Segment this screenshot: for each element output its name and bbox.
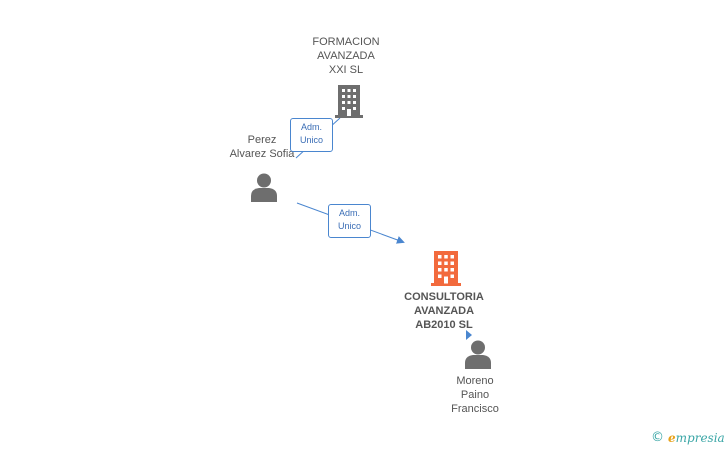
- person-label-perez[interactable]: Perez Alvarez Sofia: [229, 134, 295, 160]
- edge-label-perez-formacion[interactable]: Adm. Unico: [290, 118, 333, 152]
- edge-label-perez-consultoria[interactable]: Adm. Unico: [328, 204, 371, 238]
- company-label-formacion[interactable]: FORMACION AVANZADA XXI SL: [312, 36, 380, 76]
- company-label-consultoria[interactable]: CONSULTORIA AVANZADA AB2010 SL: [404, 291, 484, 331]
- person-label-moreno[interactable]: Moreno Paino Francisco: [451, 375, 499, 415]
- building-icon[interactable]: [334, 84, 364, 118]
- empresia-watermark: © empresia: [651, 430, 725, 446]
- person-icon[interactable]: [250, 172, 278, 202]
- building-icon[interactable]: [430, 250, 462, 286]
- edge-moreno-consultoria-arrow: [466, 330, 472, 340]
- brand-logo: empresia: [668, 431, 725, 445]
- copyright-icon: ©: [651, 430, 664, 445]
- person-icon[interactable]: [464, 339, 492, 369]
